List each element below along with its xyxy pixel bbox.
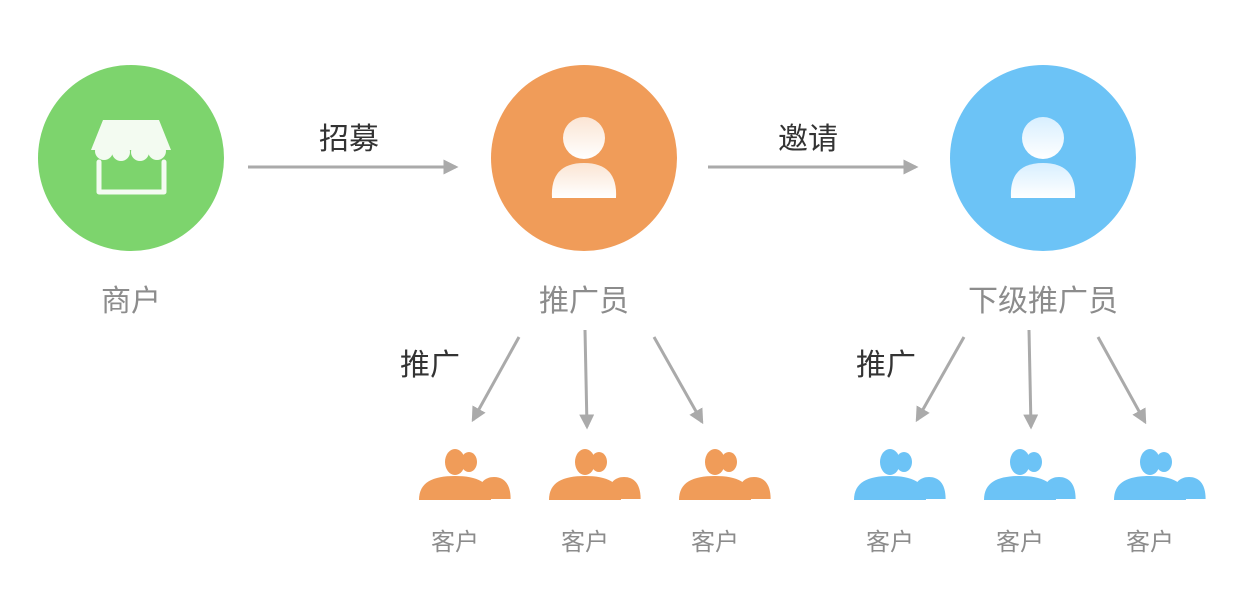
customer-group-icon: [984, 449, 1076, 500]
user-icon: [551, 117, 617, 198]
promote-arrow: [915, 336, 966, 423]
arrows: [248, 159, 1147, 430]
promote-label-right: 推广: [856, 348, 916, 383]
promote-label-left: 推广: [400, 348, 460, 383]
merchant-node: [38, 65, 224, 251]
invite-label: 邀请: [778, 122, 838, 157]
sub-promoter-label: 下级推广员: [968, 284, 1118, 319]
sub-promoter-node: [950, 65, 1136, 251]
customer-label: 客户: [431, 528, 479, 556]
promote-arrow: [471, 336, 521, 423]
customer-group-icon: [1114, 449, 1206, 500]
promote-arrow: [652, 336, 704, 425]
customer-label: 客户: [691, 528, 739, 556]
merchant-label: 商户: [101, 284, 161, 319]
customer-icons-left: [419, 449, 771, 500]
customer-group-icon: [854, 449, 946, 500]
promoter-label: 推广员: [539, 284, 629, 319]
recruit-label: 招募: [319, 122, 379, 157]
merchant-circle: [38, 65, 224, 251]
promote-arrow: [1023, 329, 1039, 430]
customer-group-icon: [419, 449, 511, 500]
customer-label: 客户: [996, 528, 1044, 556]
promote-arrow: [1096, 336, 1147, 425]
promote-arrow: [579, 329, 595, 430]
storefront-icon: [91, 120, 171, 195]
promoter-node: [491, 65, 677, 251]
customer-icons-right: [854, 449, 1206, 500]
customer-label: 客户: [1126, 528, 1174, 556]
user-icon: [1010, 117, 1076, 198]
customer-group-icon: [679, 449, 771, 500]
customer-label: 客户: [561, 528, 609, 556]
customer-group-icon: [549, 449, 641, 500]
customer-label: 客户: [866, 528, 914, 556]
